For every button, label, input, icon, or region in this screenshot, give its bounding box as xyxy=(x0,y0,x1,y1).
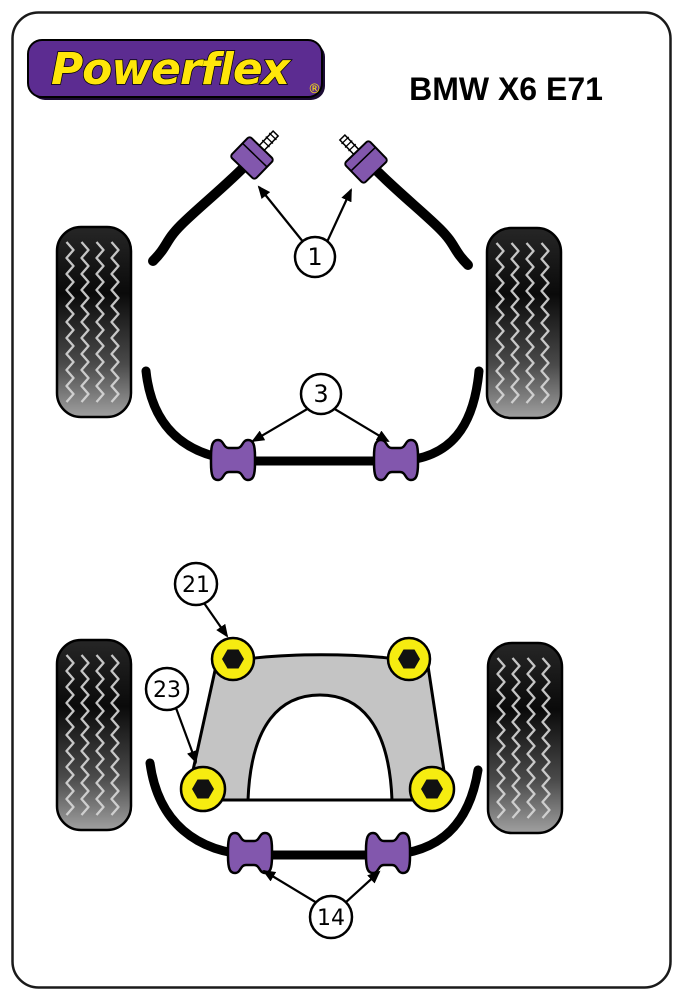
callout-arrow xyxy=(326,188,352,243)
bush-hex-nut xyxy=(421,779,443,799)
rear-right-tire xyxy=(486,641,564,835)
right-stud-threads xyxy=(341,136,357,152)
front-suspension-diagram: 1 3 xyxy=(55,130,563,482)
callout-label: 1 xyxy=(307,243,322,271)
callout-subframe-rear-bush: 23 xyxy=(144,666,198,764)
callout-circle xyxy=(308,894,354,940)
model-title: BMW X6 E71 xyxy=(409,71,603,107)
callout-arrow xyxy=(257,185,305,244)
rear-suspension-diagram: 21 23 14 xyxy=(55,561,564,940)
callout-subframe-front-bush: 21 xyxy=(173,561,229,638)
callout-front-drop-link: 1 xyxy=(257,185,352,279)
callout-circle xyxy=(293,235,337,279)
left-bush-body xyxy=(230,136,274,180)
rear-left-tire xyxy=(55,638,133,832)
callout-arrow xyxy=(344,870,381,904)
left-drop-link-bush xyxy=(230,130,280,180)
powerflex-logo: Powerflex ® xyxy=(27,39,325,100)
bush-hex-nut xyxy=(398,649,420,669)
bush-hex-nut xyxy=(192,779,214,799)
callout-arrow xyxy=(262,869,318,904)
callout-label: 23 xyxy=(153,678,181,703)
callout-front-anti-roll-bar: 3 xyxy=(251,372,390,443)
callout-circle xyxy=(299,372,343,416)
callout-arrow xyxy=(251,407,310,443)
callout-label: 3 xyxy=(313,380,328,408)
front-left-tire xyxy=(55,225,133,419)
right-drop-link xyxy=(372,166,473,270)
right-bush-body xyxy=(344,140,388,184)
right-drop-link-bush xyxy=(338,134,388,184)
callout-label: 21 xyxy=(182,573,210,598)
callout-arrow xyxy=(203,602,229,638)
bush-hex-nut xyxy=(222,649,244,669)
subframe-bush-front-left xyxy=(210,636,256,682)
logo-background xyxy=(27,39,323,98)
callout-circle xyxy=(173,561,219,607)
left-bush-seam xyxy=(242,142,268,168)
callout-arrow xyxy=(332,407,390,443)
front-right-tire xyxy=(485,226,563,420)
left-stud-threads xyxy=(261,132,277,148)
rear-anti-roll-bar xyxy=(145,758,483,860)
subframe-bush-rear-left xyxy=(179,765,227,813)
subframe-bush-front-right xyxy=(386,636,432,682)
front-anti-roll-bar xyxy=(141,366,484,466)
right-bush-seam xyxy=(350,146,376,172)
left-drop-link xyxy=(148,162,249,266)
callout-rear-anti-roll-bar: 14 xyxy=(262,869,381,940)
subframe-bush-rear-right xyxy=(408,765,456,813)
registered-mark: ® xyxy=(308,82,321,97)
callout-arrow xyxy=(174,707,198,764)
brand-text: Powerflex xyxy=(51,44,292,95)
callout-label: 14 xyxy=(317,906,345,931)
callout-circle xyxy=(144,666,190,712)
page-border xyxy=(11,11,672,989)
